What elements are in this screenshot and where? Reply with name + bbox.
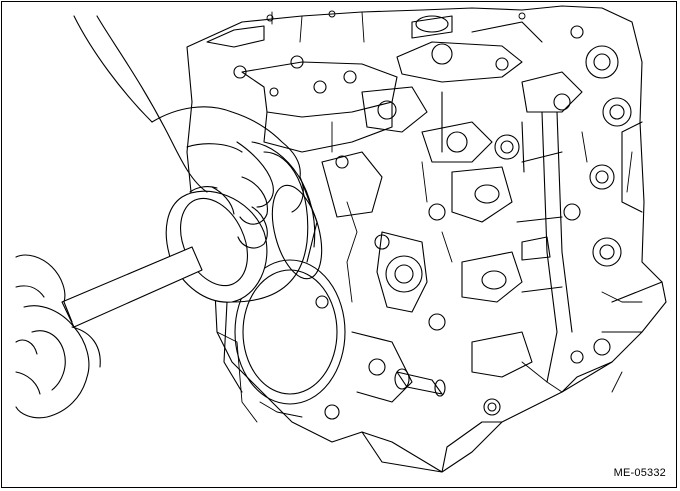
lower-hand <box>15 254 101 419</box>
valve-cover-area <box>233 15 543 163</box>
installer-tool <box>61 141 323 328</box>
block-detail-lines <box>216 10 643 423</box>
right-side-bosses <box>516 25 632 383</box>
figure-code: ME-05332 <box>613 467 666 479</box>
crank-stud <box>394 368 501 416</box>
upper-hand <box>73 15 304 249</box>
center-block-details <box>301 91 533 420</box>
